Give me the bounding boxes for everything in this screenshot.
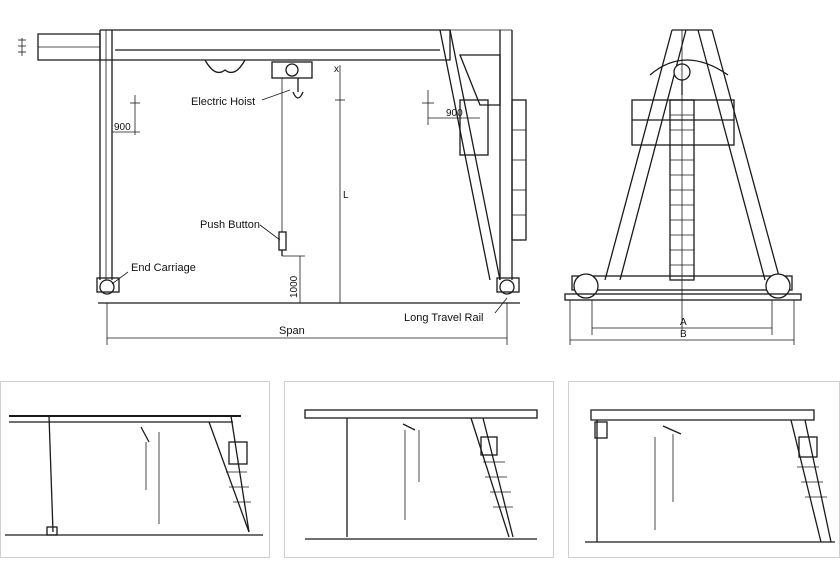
side-dimensions: A B [569,300,795,345]
thumbnail-2[interactable] [284,381,554,558]
right-offset-label: 900 [446,108,463,119]
left-offset-dimension: 900 [112,95,140,135]
dimension-b-label: B [680,329,687,340]
corner-marks [18,38,26,56]
span-label: Span [279,325,305,337]
thumbnail-1[interactable] [0,381,270,558]
thumbnail-3-drawing [585,409,835,543]
annotations: Electric Hoist Push Button End Carriage … [111,89,508,324]
button-height-dimension: 1000 [282,255,305,303]
left-offset-label: 900 [114,122,131,133]
side-view-drawing: A B [564,29,802,345]
side-frame [564,29,802,330]
left-leg [96,30,120,295]
lift-height-label: L [343,190,349,201]
thumbnail-1-drawing [5,415,263,536]
front-view-drawing: x L 1000 900 900 Span [18,29,527,345]
right-leg [439,29,527,295]
thumbnail-2-drawing [304,409,538,540]
lift-height-dimension: x L [334,64,349,304]
right-offset-dimension: 900 [422,90,480,125]
end-carriage-label: End Carriage [131,262,196,274]
long-travel-rail-label: Long Travel Rail [404,312,484,324]
electric-hoist-label: Electric Hoist [191,96,255,108]
electric-hoist-graphic [271,61,313,256]
span-dimension: Span [106,303,508,345]
dimension-a-label: A [680,317,687,328]
button-height-label: 1000 [289,275,300,298]
push-button-label: Push Button [200,219,260,231]
hook-offset-label: x [334,64,339,75]
thumbnail-3[interactable] [568,381,840,558]
